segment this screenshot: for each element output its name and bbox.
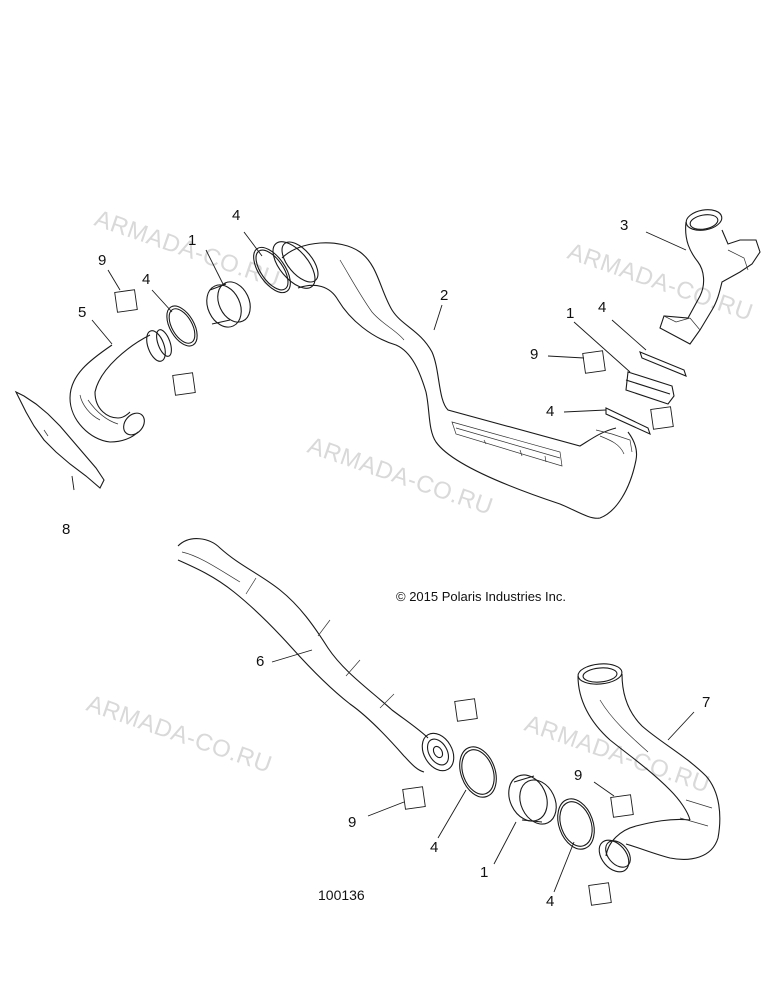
label-square [610, 794, 634, 818]
callout-9: 9 [348, 814, 357, 831]
callout-4: 4 [598, 299, 607, 316]
part-6-lower-duct [177, 538, 455, 773]
callout-9: 9 [98, 252, 107, 269]
callout-8: 8 [62, 521, 71, 538]
callout-2: 2 [440, 287, 449, 304]
callout-1: 1 [480, 864, 489, 881]
upper-left-clamp-group [166, 246, 291, 347]
callout-9: 9 [530, 346, 539, 363]
callout-4: 4 [232, 207, 241, 224]
callout-6: 6 [256, 653, 265, 670]
right-clamp-group [605, 351, 687, 436]
part-7-elbow-duct [577, 663, 721, 873]
label-square [402, 786, 426, 810]
label-square [582, 350, 606, 374]
part-2-long-duct [272, 241, 638, 519]
callout-4: 4 [142, 271, 151, 288]
callout-9: 9 [574, 767, 583, 784]
callout-4: 4 [546, 403, 555, 420]
part-8-shield [14, 390, 105, 489]
callout-3: 3 [620, 217, 629, 234]
callout-1: 1 [566, 305, 575, 322]
callout-5: 5 [78, 304, 87, 321]
diagram-part-number: 100136 [318, 887, 365, 903]
part-3-intake [659, 209, 761, 345]
label-squares [114, 289, 674, 906]
callout-7: 7 [702, 694, 711, 711]
label-square [588, 882, 612, 906]
lower-clamp-group [459, 746, 595, 850]
label-square [454, 698, 478, 722]
label-square [114, 289, 138, 313]
callout-4: 4 [546, 893, 555, 910]
leader-lines [71, 231, 695, 893]
callout-1: 1 [188, 232, 197, 249]
part-5-elbow-duct [69, 329, 172, 443]
callout-4: 4 [430, 839, 439, 856]
label-square [650, 406, 674, 430]
copyright-notice: © 2015 Polaris Industries Inc. [396, 589, 566, 604]
label-square [172, 372, 196, 396]
